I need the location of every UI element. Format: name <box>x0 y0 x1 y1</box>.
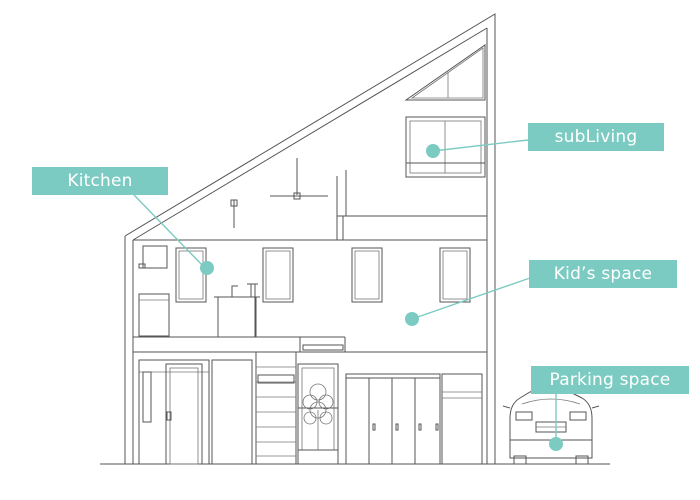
triangle-window <box>404 44 486 101</box>
leader-lines <box>133 139 557 444</box>
tree-icon <box>302 383 334 450</box>
car-icon <box>502 388 600 465</box>
subliving-label: subLiving <box>528 123 664 151</box>
kitchen-cabinets <box>138 245 260 338</box>
kitchen-dot <box>200 261 214 275</box>
leader-dots <box>200 144 563 451</box>
parking-space-label: Parking space <box>531 366 689 394</box>
garage-doors <box>345 373 483 465</box>
kids-space-label: Kid’s space <box>529 260 677 288</box>
kids-space-dot <box>405 312 419 326</box>
parking-dot <box>549 437 563 451</box>
subliving-window <box>405 116 486 178</box>
pendant-lamp <box>230 199 238 228</box>
ceiling-fan <box>270 158 328 200</box>
loft-slab <box>133 170 488 241</box>
entrance-window <box>297 363 339 465</box>
ground-floor-left <box>138 359 253 465</box>
stairs <box>255 351 297 465</box>
mid-floor-slab <box>133 336 487 353</box>
kitchen-label: Kitchen <box>32 167 168 195</box>
kids-space-leader <box>411 277 531 320</box>
kitchen-leader <box>133 194 206 269</box>
subliving-leader <box>432 139 529 152</box>
upper-windows <box>175 247 471 303</box>
subliving-dot <box>426 144 440 158</box>
